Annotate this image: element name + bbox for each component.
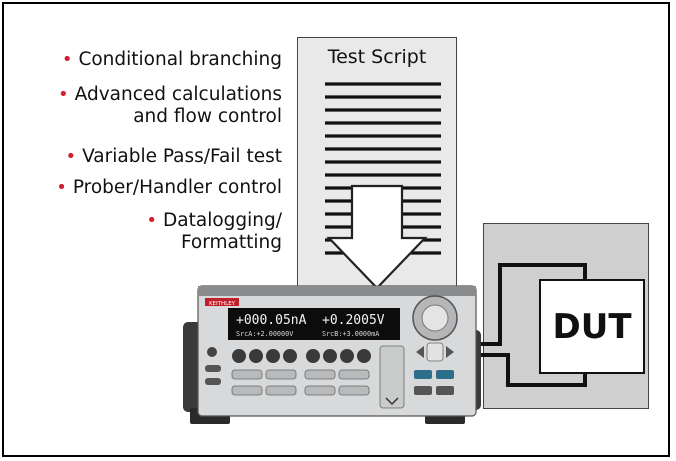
keypad-key: [249, 349, 263, 363]
feature-datalogging: •Datalogging/ Formatting: [30, 210, 282, 254]
lcd-display: [228, 308, 400, 340]
left-key: [205, 378, 221, 385]
feature-text-line2: Formatting: [180, 232, 282, 253]
feature-conditional-branching: •Conditional branching: [30, 49, 282, 71]
chevron-down-icon: [385, 397, 399, 406]
keypad-key: [231, 369, 263, 380]
arrow-right-icon: [446, 346, 454, 358]
feature-text: Variable Pass/Fail test: [82, 146, 282, 167]
feature-prober-handler: •Prober/Handler control: [30, 177, 282, 199]
keypad-key: [304, 385, 336, 396]
lcd-line1-a: +000.05nA: [236, 313, 307, 328]
feature-text: Datalogging/: [163, 210, 282, 231]
arrow-left-icon: [416, 346, 424, 358]
lcd-line2-b: SrcB:+3.0000mA: [322, 330, 379, 338]
keypad-key: [304, 369, 336, 380]
output-key: [436, 370, 454, 379]
keypad-key: [338, 385, 370, 396]
brand-text: KEITHLEY: [209, 301, 236, 307]
lcd-line2-a: SrcA:+2.00000V: [236, 330, 293, 338]
keypad-key: [265, 369, 297, 380]
output-key: [414, 386, 432, 395]
keypad-key: [306, 349, 320, 363]
power-button: [207, 347, 217, 357]
feature-text: Prober/Handler control: [72, 177, 282, 198]
output-key: [436, 386, 454, 395]
range-keys: [379, 345, 405, 409]
feature-text-line2: and flow control: [133, 106, 282, 127]
output-key: [414, 370, 432, 379]
lcd-line1-b: +0.2005V: [322, 313, 385, 328]
keypad-key: [265, 385, 297, 396]
keypad-key: [231, 385, 263, 396]
source-meter-instrument: KEITHLEY +000.05nA +0.2005V SrcA:+2.0000…: [183, 285, 481, 424]
feature-text: Conditional branching: [78, 49, 282, 70]
keypad-key: [338, 369, 370, 380]
keypad: [232, 349, 371, 363]
bullet-dot: •: [58, 84, 69, 105]
feature-text: Advanced calculations: [74, 84, 282, 105]
brand-logo: [205, 298, 239, 306]
keypad-key: [232, 349, 246, 363]
download-arrow: [326, 184, 428, 290]
left-key: [205, 365, 221, 372]
dut-box: DUT: [539, 279, 645, 374]
test-script-title: Test Script: [327, 46, 427, 68]
keypad-key: [266, 349, 280, 363]
keypad-key: [283, 349, 297, 363]
enter-key: [426, 342, 444, 362]
bullet-dot: •: [146, 210, 158, 231]
top-trim: [198, 286, 476, 296]
wire-top: [478, 263, 587, 346]
dut-label: DUT: [552, 306, 632, 347]
keypad-key: [357, 349, 371, 363]
feature-advanced-calculations: •Advanced calculations and flow control: [30, 84, 282, 128]
keypad-row2: [231, 369, 370, 396]
feature-variable-pass-fail: •Variable Pass/Fail test: [30, 146, 282, 168]
wire-bottom: [478, 353, 587, 387]
rotary-knob-center: [421, 304, 449, 332]
keypad-key: [340, 349, 354, 363]
dut-wires: [478, 263, 587, 387]
bullet-dot: •: [65, 146, 77, 167]
bullet-dot: •: [56, 177, 67, 198]
bullet-dot: •: [61, 49, 73, 70]
keypad-key: [323, 349, 337, 363]
